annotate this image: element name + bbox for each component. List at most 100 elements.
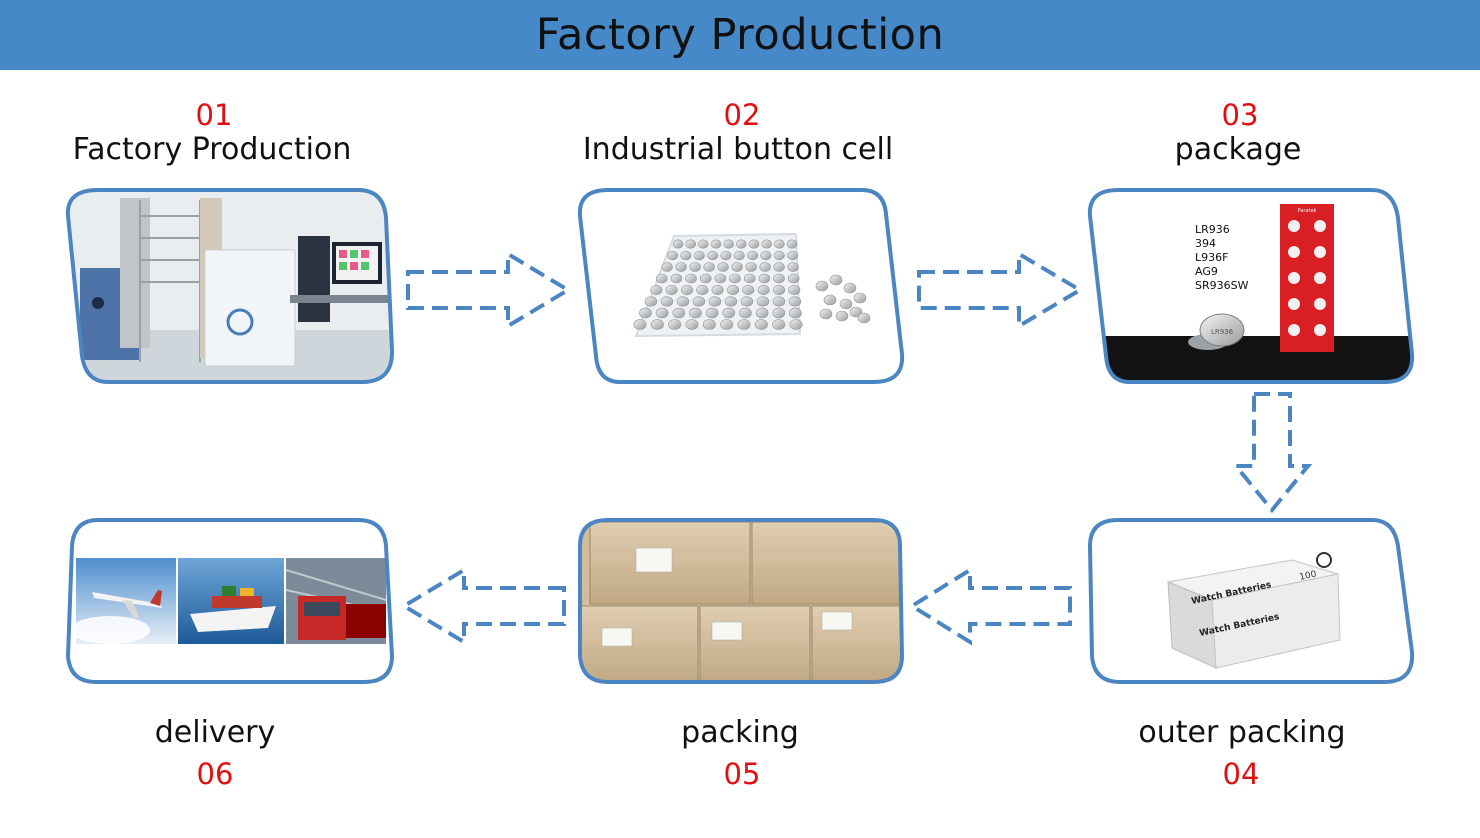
button-cell xyxy=(745,262,757,272)
step-4-label: outer packing xyxy=(1138,715,1346,750)
button-cell xyxy=(685,239,697,249)
package-photo: LR936 394 L936F AG9 SR936SW LR936 Parate… xyxy=(1089,190,1413,382)
factory-photo xyxy=(67,190,393,382)
button-cell xyxy=(705,307,719,319)
box-count: 100 xyxy=(1299,570,1318,583)
button-cell xyxy=(702,319,716,330)
button-cell xyxy=(786,239,798,249)
step-1-label: Factory Production xyxy=(72,132,352,167)
button-cell xyxy=(789,307,802,319)
airplane-image xyxy=(70,558,176,644)
step-2-number: 02 xyxy=(723,98,761,132)
step-3-label: package xyxy=(1174,132,1302,167)
step-5-frame xyxy=(578,518,905,684)
card-brand: Paratek xyxy=(1298,208,1317,214)
button-cell xyxy=(737,319,751,330)
button-cell xyxy=(788,284,801,295)
model-1: LR936 xyxy=(1195,223,1230,236)
button-cell xyxy=(733,250,745,261)
step-1-number: 01 xyxy=(195,98,233,132)
step-5-number: 05 xyxy=(723,757,761,791)
button-cell xyxy=(655,273,668,284)
button-cell xyxy=(772,284,785,295)
button-cell xyxy=(735,239,747,249)
button-cell xyxy=(724,296,738,307)
button-cell xyxy=(787,250,799,261)
button-cell xyxy=(672,307,686,319)
button-cell xyxy=(720,319,734,330)
button-cell xyxy=(787,273,800,284)
button-cell xyxy=(789,319,803,330)
button-cell xyxy=(670,273,683,284)
button-cell xyxy=(722,307,736,319)
arrow-down-3-to-4 xyxy=(1231,392,1313,514)
button-cell xyxy=(697,239,709,249)
button-cell xyxy=(787,262,799,272)
button-cell xyxy=(685,273,697,284)
button-cell xyxy=(788,296,802,307)
model-4: AG9 xyxy=(1195,265,1218,278)
button-cell xyxy=(726,284,739,295)
button-cell xyxy=(758,273,771,284)
button-cell xyxy=(668,319,682,330)
step-5-label: packing xyxy=(681,715,799,750)
button-cell xyxy=(699,273,712,284)
step-2-frame xyxy=(577,188,905,384)
button-cell xyxy=(740,296,754,307)
button-cell xyxy=(723,239,735,249)
outer-packing-photo: Watch Batteries Watch Batteries 100 xyxy=(1090,520,1413,682)
button-cell xyxy=(680,284,693,295)
button-cell xyxy=(707,250,719,261)
button-cell xyxy=(773,262,785,272)
button-cell xyxy=(710,239,722,249)
button-cell xyxy=(756,296,770,307)
step-3-frame xyxy=(1087,188,1415,384)
button-cell xyxy=(633,319,647,330)
button-cell xyxy=(773,239,785,249)
model-3: L936F xyxy=(1195,251,1228,264)
packing-photo xyxy=(580,520,902,682)
button-cell xyxy=(676,296,690,307)
ship-image xyxy=(178,558,284,644)
step-1-frame xyxy=(65,188,395,384)
button-cell xyxy=(772,319,786,330)
button-cell xyxy=(703,262,715,272)
button-cell xyxy=(689,307,702,319)
button-cell xyxy=(672,239,684,249)
button-cell xyxy=(772,296,786,307)
button-cell xyxy=(714,273,727,284)
button-cell xyxy=(747,250,759,261)
button-cell xyxy=(773,273,785,284)
button-cell xyxy=(759,262,771,272)
button-cell xyxy=(696,284,709,295)
button-cell-photo xyxy=(579,190,903,382)
step-4-number: 04 xyxy=(1222,757,1260,791)
button-cell xyxy=(742,284,755,295)
cell-label: LR936 xyxy=(1211,328,1234,336)
button-cell xyxy=(689,262,701,272)
button-cell xyxy=(760,250,772,261)
step-2-label: Industrial button cell xyxy=(582,132,894,167)
arrow-right-2-to-3 xyxy=(917,250,1084,330)
button-cell xyxy=(731,262,743,272)
button-cell xyxy=(650,284,663,295)
step-3-number: 03 xyxy=(1221,98,1259,132)
button-cell xyxy=(748,239,760,249)
step-6-label: delivery xyxy=(154,715,276,750)
button-cell xyxy=(772,307,786,319)
button-cell xyxy=(692,296,706,307)
button-cell xyxy=(754,319,768,330)
button-cell xyxy=(755,307,769,319)
arrow-right-1-to-2 xyxy=(406,250,572,330)
arrow-left-4-to-5 xyxy=(908,566,1072,646)
delivery-photo xyxy=(68,520,392,682)
button-cell xyxy=(761,239,773,249)
button-cell xyxy=(720,250,732,261)
button-cell xyxy=(675,262,687,272)
button-cell xyxy=(661,262,673,272)
title-banner: Factory Production xyxy=(0,0,1480,70)
button-cell xyxy=(685,319,699,330)
step-6-number: 06 xyxy=(196,757,234,791)
button-cell xyxy=(773,250,785,261)
